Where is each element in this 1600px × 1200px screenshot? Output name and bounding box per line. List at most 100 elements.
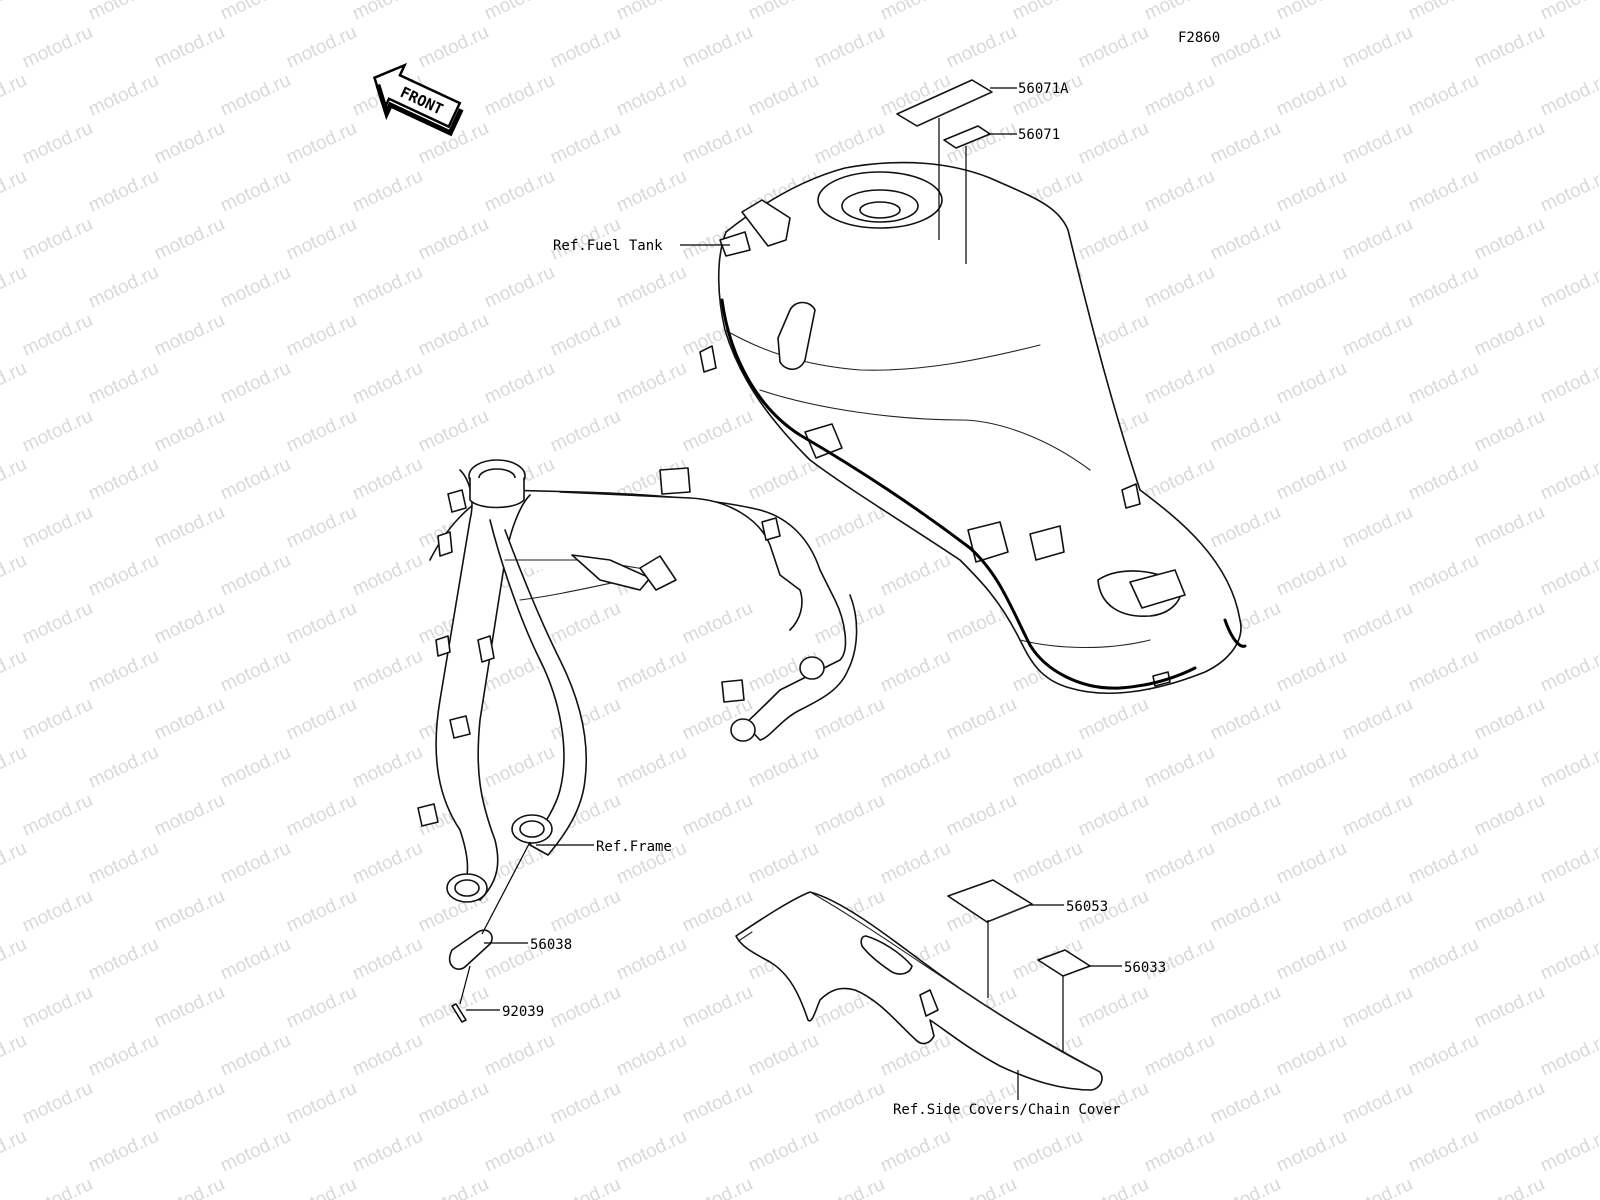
- watermark-text: motod.ru: [151, 22, 228, 73]
- watermark-text: motod.ru: [745, 0, 822, 25]
- watermark-text: motod.ru: [1273, 934, 1350, 985]
- watermark-text: motod.ru: [1273, 0, 1350, 25]
- watermark-text: motod.ru: [151, 502, 228, 553]
- watermark-text: motod.ru: [1405, 166, 1482, 217]
- watermark-text: motod.ru: [283, 310, 360, 361]
- watermark-text: motod.ru: [547, 310, 624, 361]
- watermark-text: motod.ru: [1009, 838, 1086, 889]
- watermark-text: motod.ru: [745, 454, 822, 505]
- watermark-text: motod.ru: [1471, 790, 1548, 841]
- watermark-text: motod.ru: [283, 406, 360, 457]
- watermark-text: motod.ru: [1273, 646, 1350, 697]
- watermark-text: motod.ru: [1537, 742, 1600, 793]
- watermark-text: motod.ru: [217, 262, 294, 313]
- watermark-text: motod.ru: [613, 646, 690, 697]
- watermark-text: motod.ru: [1141, 1030, 1218, 1081]
- watermark-text: motod.ru: [679, 886, 756, 937]
- watermark-text: motod.ru: [151, 694, 228, 745]
- watermark-text: motod.ru: [1537, 0, 1600, 25]
- watermark-text: motod.ru: [1009, 1126, 1086, 1177]
- watermark-text: motod.ru: [613, 1030, 690, 1081]
- watermark-text: motod.ru: [85, 550, 162, 601]
- watermark-text: motod.ru: [19, 22, 96, 73]
- watermark-text: motod.ru: [283, 1078, 360, 1129]
- ref-frame-label: Ref.Frame: [596, 839, 672, 855]
- watermark-text: motod.ru: [1141, 166, 1218, 217]
- watermark-text: motod.ru: [349, 262, 426, 313]
- watermark-text: motod.ru: [283, 790, 360, 841]
- frame-drawing: [417, 459, 858, 903]
- watermark-text: motod.ru: [415, 406, 492, 457]
- watermark-text: motod.ru: [1009, 742, 1086, 793]
- watermark-text: motod.ru: [1075, 694, 1152, 745]
- watermark-text: motod.ru: [943, 790, 1020, 841]
- watermark-text: motod.ru: [547, 22, 624, 73]
- watermark-text: motod.ru: [1537, 934, 1600, 985]
- fuel-tank-drawing: [699, 161, 1247, 694]
- watermark-text: motod.ru: [217, 166, 294, 217]
- watermark-text: motod.ru: [1273, 1030, 1350, 1081]
- rivet-92039-drawing: [451, 1003, 467, 1023]
- watermark-text: motod.ru: [151, 1174, 228, 1200]
- watermark-text: motod.ru: [943, 22, 1020, 73]
- watermark-text: motod.ru: [1537, 454, 1600, 505]
- watermark-text: motod.ru: [19, 790, 96, 841]
- watermark-text: motod.ru: [0, 70, 30, 121]
- watermark-text: motod.ru: [1339, 502, 1416, 553]
- ref-side-covers-label: Ref.Side Covers/Chain Cover: [893, 1102, 1121, 1118]
- watermark-text: motod.ru: [481, 166, 558, 217]
- watermark-text: motod.ru: [19, 502, 96, 553]
- watermark-text: motod.ru: [217, 454, 294, 505]
- watermark-text: motod.ru: [547, 1174, 624, 1200]
- watermark-text: motod.ru: [745, 1126, 822, 1177]
- watermark-text: motod.ru: [283, 886, 360, 937]
- watermark-text: motod.ru: [943, 694, 1020, 745]
- watermark-text: motod.ru: [1471, 118, 1548, 169]
- watermark-text: motod.ru: [613, 70, 690, 121]
- watermark-text: motod.ru: [811, 1078, 888, 1129]
- watermark-text: motod.ru: [811, 790, 888, 841]
- watermark-text: motod.ru: [1273, 70, 1350, 121]
- watermark-text: motod.ru: [1537, 70, 1600, 121]
- watermark-text: motod.ru: [217, 1126, 294, 1177]
- watermark-text: motod.ru: [811, 1174, 888, 1200]
- chain-cover-drawing: [735, 891, 1103, 1091]
- watermark-text: motod.ru: [1339, 214, 1416, 265]
- watermark-text: motod.ru: [151, 310, 228, 361]
- watermark-text: motod.ru: [613, 358, 690, 409]
- watermark-text: motod.ru: [1405, 550, 1482, 601]
- watermark-text: motod.ru: [1471, 502, 1548, 553]
- watermark-text: motod.ru: [151, 886, 228, 937]
- watermark-text: motod.ru: [547, 982, 624, 1033]
- watermark-text: motod.ru: [1471, 310, 1548, 361]
- watermark-text: motod.ru: [85, 646, 162, 697]
- watermark-text: motod.ru: [217, 838, 294, 889]
- watermark-text: motod.ru: [1405, 454, 1482, 505]
- watermark-text: motod.ru: [1339, 790, 1416, 841]
- watermark-text: motod.ru: [1075, 790, 1152, 841]
- watermark-text: motod.ru: [1273, 550, 1350, 601]
- watermark-text: motod.ru: [1339, 982, 1416, 1033]
- watermark-text: motod.ru: [1405, 358, 1482, 409]
- watermark-text: motod.ru: [1405, 70, 1482, 121]
- watermark-text: motod.ru: [1009, 0, 1086, 25]
- watermark-text: motod.ru: [19, 214, 96, 265]
- label-sticker-56071A-drawing: [896, 79, 993, 127]
- watermark-text: motod.ru: [1537, 1030, 1600, 1081]
- watermark-text: motod.ru: [1339, 598, 1416, 649]
- watermark-text: motod.ru: [19, 1078, 96, 1129]
- watermark-text: motod.ru: [613, 1126, 690, 1177]
- watermark-text: motod.ru: [151, 118, 228, 169]
- watermark-text: motod.ru: [0, 1030, 30, 1081]
- watermark-text: motod.ru: [1075, 1174, 1152, 1200]
- watermark-text: motod.ru: [1537, 1126, 1600, 1177]
- watermark-text: motod.ru: [1207, 1174, 1284, 1200]
- watermark-text: motod.ru: [1405, 0, 1482, 25]
- watermark-text: motod.ru: [1207, 982, 1284, 1033]
- watermark-text: motod.ru: [877, 1126, 954, 1177]
- watermark-text: motod.ru: [1273, 1126, 1350, 1177]
- watermark-text: motod.ru: [1339, 406, 1416, 457]
- watermark-text: motod.ru: [1471, 982, 1548, 1033]
- watermark-text: motod.ru: [1207, 1078, 1284, 1129]
- label-sticker-56053-drawing: [947, 879, 1033, 923]
